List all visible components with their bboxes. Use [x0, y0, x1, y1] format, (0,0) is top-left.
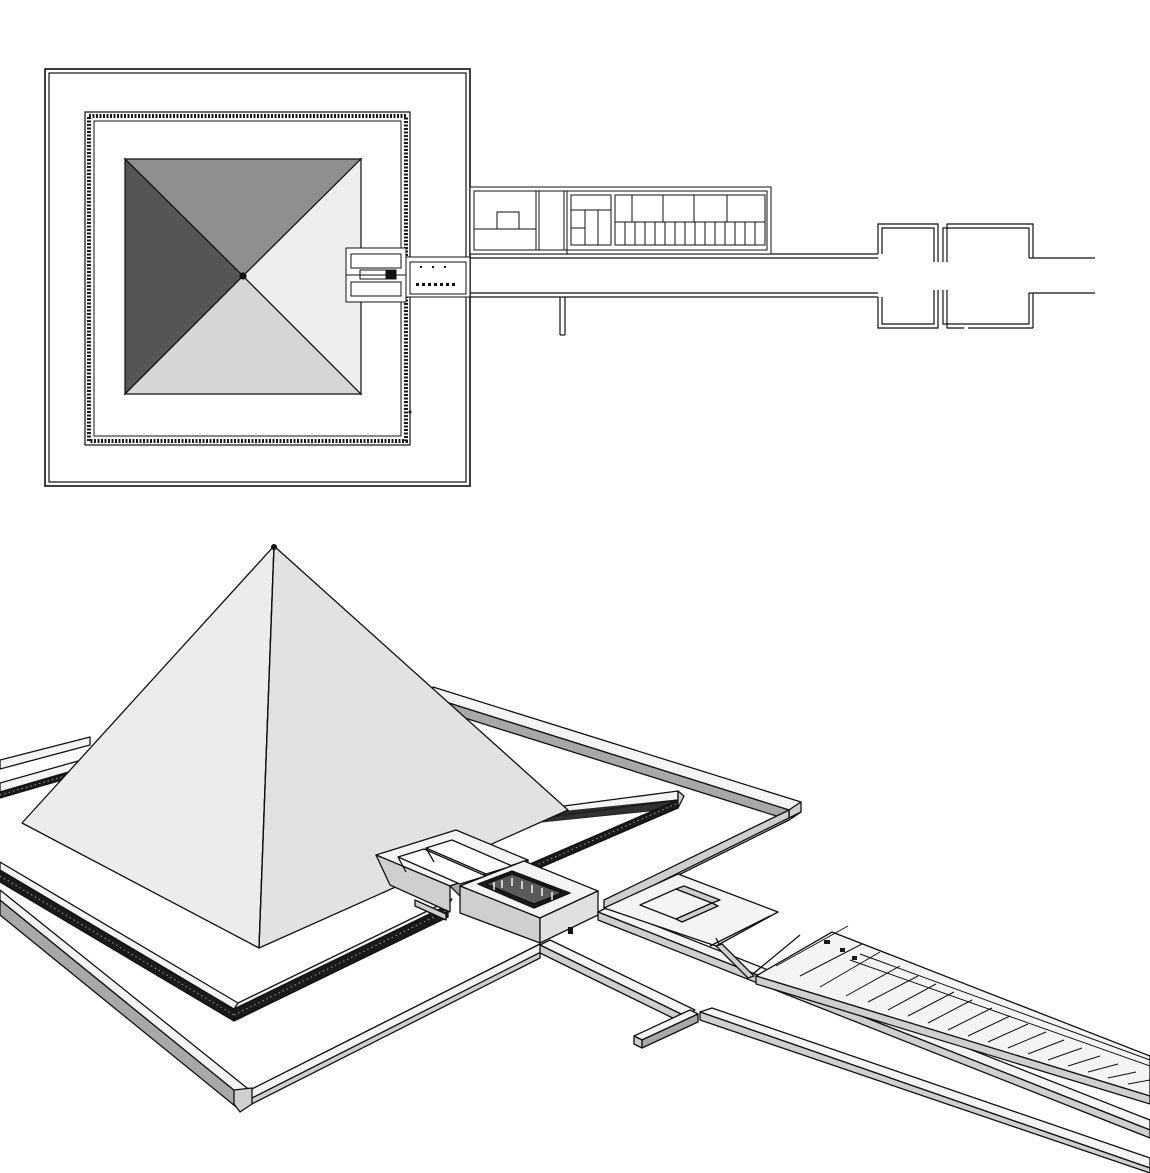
iso-storeroom-doors	[824, 940, 857, 960]
iso-pyramid-capstone	[271, 544, 277, 550]
plan-valley-temple	[877, 223, 1095, 329]
plan-marker	[408, 410, 412, 414]
plan-pyramid-apex	[239, 272, 247, 280]
iso-mortuary-temple	[414, 860, 599, 944]
plan-mortuary-temple	[405, 256, 471, 298]
iso-temple-door	[568, 927, 573, 934]
iso-inner-enclosure-wall	[0, 751, 685, 1022]
iso-temple-columns	[493, 878, 553, 900]
plan-magazines	[469, 186, 772, 255]
isometric-view	[0, 544, 1150, 1173]
iso-storeroom-divisions	[775, 925, 1150, 1085]
plan-temple-columns	[416, 266, 455, 286]
plan-causeway	[470, 253, 878, 336]
iso-magazines	[603, 873, 1150, 1105]
plan-pyramid	[123, 157, 363, 396]
plan-offering-chapel	[345, 247, 407, 303]
plan-view	[44, 68, 1095, 487]
